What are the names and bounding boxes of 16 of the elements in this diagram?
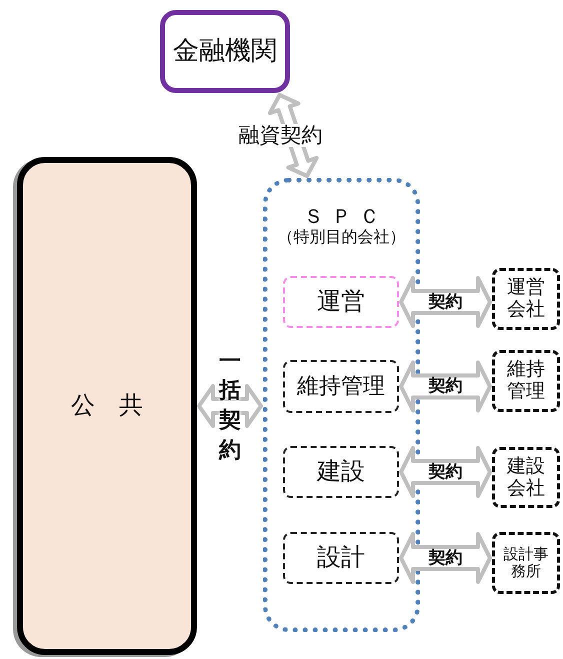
role-box: 建設 — [283, 446, 399, 498]
edge-label: 融資契約 — [238, 124, 323, 148]
edge-label: 契約 — [428, 292, 462, 312]
role-box: 設計 — [283, 532, 399, 584]
edge-label: 契約 — [428, 377, 462, 396]
role-box: 運営 — [283, 276, 399, 328]
company-box: 建設会社 — [492, 447, 560, 508]
role-box: 維持管理 — [283, 360, 399, 413]
company-box: 運営会社 — [492, 268, 560, 330]
institution-box: 金融機関 — [160, 10, 290, 93]
spc-container: ＳＰＣ （特別目的会社） 運営 維持管理 建設 設計 — [263, 178, 420, 632]
edge-label: 契約 — [428, 548, 462, 568]
edge-label: 契約 — [428, 462, 462, 482]
edge-label: 一括契約 — [219, 348, 241, 465]
company-box: 設計事務所 — [492, 532, 560, 594]
company-box: 維持管理 — [492, 350, 560, 412]
